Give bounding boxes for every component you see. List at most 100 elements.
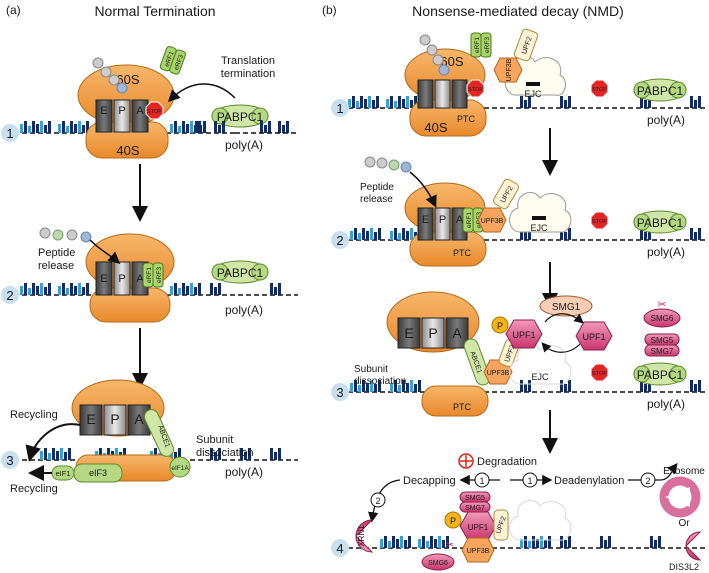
released-peptide-b2: [364, 156, 412, 173]
site-e-label-b2: E: [422, 214, 429, 226]
upf3b-b4: [461, 537, 495, 563]
scissors-icon-b4: ✂: [446, 540, 454, 551]
upf2-b2: [493, 178, 519, 210]
erf1-erf3-complex-a2: eRF1 eRF3: [142, 262, 164, 288]
stop-label-b1: STOP: [468, 87, 483, 93]
ptc-label-b2: PTC: [453, 248, 472, 258]
site-p-label: P: [118, 105, 125, 117]
pabpc1-a1: PABPC1: [211, 104, 269, 128]
site-e-label-a2: E: [100, 273, 107, 285]
erf1-label-b1: eRF1: [474, 37, 481, 53]
smg5-label-b4: SMG5: [465, 495, 485, 502]
eif1a-label: eIF1A: [171, 465, 189, 472]
step-number-2: 2: [6, 288, 13, 303]
order-badge-exosome: [640, 472, 656, 488]
pabpc1-label-a2: PABPC1: [217, 266, 264, 280]
step-number-1: 1: [6, 126, 13, 141]
upf1-free-b3: [575, 321, 613, 351]
panel-a-step-3: E P A ABCE1 eIF1 eIF3 eIF1A Recycling Re…: [1, 379, 298, 495]
site-e-label-a3: E: [86, 411, 95, 427]
ejc-b4-faded: [509, 500, 572, 541]
panel-a-step-1: 60S 40S E P A STOP eRF1 eRF3 Translation…: [1, 45, 298, 159]
site-a-label-a3: A: [134, 411, 144, 427]
exosome-label: Exosome: [663, 466, 705, 477]
pabpc1-label-b2: PABPC1: [637, 216, 684, 230]
recycling-label-top: Recycling: [10, 409, 58, 421]
pabpc1-b1: PABPC1: [633, 78, 687, 102]
polya-label-b1: poly(A): [647, 113, 685, 127]
pabpc1-a2: PABPC1: [211, 260, 269, 284]
stop-sign-b2-downstream: [590, 211, 609, 230]
subunit-dissociation-label-b3-2: dissociation: [354, 376, 406, 387]
ptc-label-b1: PTC: [457, 114, 476, 124]
eif3: [73, 463, 123, 483]
site-e-label-b3: E: [404, 325, 413, 341]
order-badge-xrn1: [370, 492, 386, 508]
site-p-label-a3: P: [110, 411, 119, 427]
site-a-label: A: [136, 105, 144, 117]
panel-b-title: Nonsense-mediated decay (NMD): [412, 3, 624, 19]
degradation-icon: [458, 453, 474, 469]
order-number-xrn1: 2: [375, 496, 380, 506]
label-40s-b1: 40S: [424, 120, 447, 135]
stop-sign: [145, 101, 164, 120]
erf1-label-a2: eRF1: [146, 267, 153, 283]
upf-complex-b4: SMG5 SMG7 UPF1 P UPF3B UPF2 SMG6 ✂: [421, 491, 572, 571]
exosome-icon: [659, 476, 701, 518]
step-badge-b2: [331, 231, 349, 249]
recycling-label-bottom: Recycling: [10, 483, 58, 495]
dis3l2-label: DIS3L2: [669, 562, 699, 572]
phospho-p-label-b4: P: [450, 516, 456, 526]
pabpc1-label-b1: PABPC1: [637, 84, 684, 98]
pabpc1-b3: PABPC1: [633, 362, 687, 386]
peptide-release-label-b2-1: Peptide: [360, 182, 394, 193]
polya-label-b3: poly(A): [647, 397, 685, 411]
translation-termination-label-1: Translation: [221, 55, 275, 67]
upf1-label-b4: UPF1: [468, 523, 489, 532]
polya-label-a3: poly(A): [225, 465, 263, 479]
stop-sign-b3-downstream: [590, 363, 609, 382]
subunit-dissociation-label-b3-1: Subunit: [354, 364, 388, 375]
panel-b-step-1: 60S 40S PTC STOP eRF1 eRF3 EJC UPF3B UPF…: [331, 28, 705, 137]
upf1-label-b3: UPF1: [512, 330, 535, 340]
phospho-p-b3: [491, 316, 509, 334]
step-number-b4: 4: [336, 541, 343, 556]
step-badge-2: [1, 286, 19, 304]
step-badge-b3: [331, 383, 349, 401]
eif1a: [169, 456, 191, 478]
panel-a-step-2: E P A Peptide release eRF1 eRF3 PABPC1 p…: [1, 227, 298, 323]
polya-label-b2: poly(A): [647, 245, 685, 259]
phospho-p-label-b3: P: [497, 321, 503, 331]
released-peptide: [39, 227, 92, 243]
site-a-label-b2: A: [456, 214, 464, 226]
subunit-dissociation-label-2: dissociation: [196, 447, 253, 459]
upf3b-b1: [493, 57, 523, 83]
smg5-label-b3: SMG5: [651, 336, 674, 345]
panel-b-step-3: E P A PTC ABCE1 UPF3B UPF2 EJC UPF1 P SM…: [331, 291, 705, 417]
stop-label-b1-downstream: STOP: [592, 87, 607, 93]
subunit-dissociation-label-1: Subunit: [196, 434, 233, 446]
erf3-label-a2: eRF3: [156, 267, 163, 283]
panel-b-step-2: PTC E P A Peptide release eRF1 eRF3 UPF3…: [331, 156, 705, 267]
phospho-p-b4: [444, 511, 462, 529]
smg7-label-b4: SMG7: [465, 505, 485, 512]
smg1-label-b3: SMG1: [552, 302, 581, 313]
translation-termination-label-2: termination: [221, 68, 275, 80]
smg7-label-b3: SMG7: [651, 347, 674, 356]
scissors-icon-b3: ✂: [657, 299, 666, 311]
step-number-b3: 3: [336, 385, 343, 400]
erf1-erf3-complex: eRF1 eRF3: [159, 45, 187, 75]
site-p: [113, 99, 131, 133]
stop-label: STOP: [147, 109, 162, 115]
peptide-release-label-b2-2: release: [360, 194, 393, 205]
erf1-label-b2: eRF1: [466, 212, 473, 228]
smg6-label-b4: SMG6: [428, 560, 448, 567]
upf3b-label-b3: UPF3B: [487, 370, 510, 377]
order-number-exosome: 2: [645, 476, 650, 486]
step-badge-1: [1, 124, 19, 142]
site-p-label-b2: P: [439, 214, 446, 226]
site-a-label-b3: A: [452, 325, 462, 341]
abce1: [143, 409, 175, 457]
ejc-label-b3: EJC: [531, 372, 549, 382]
